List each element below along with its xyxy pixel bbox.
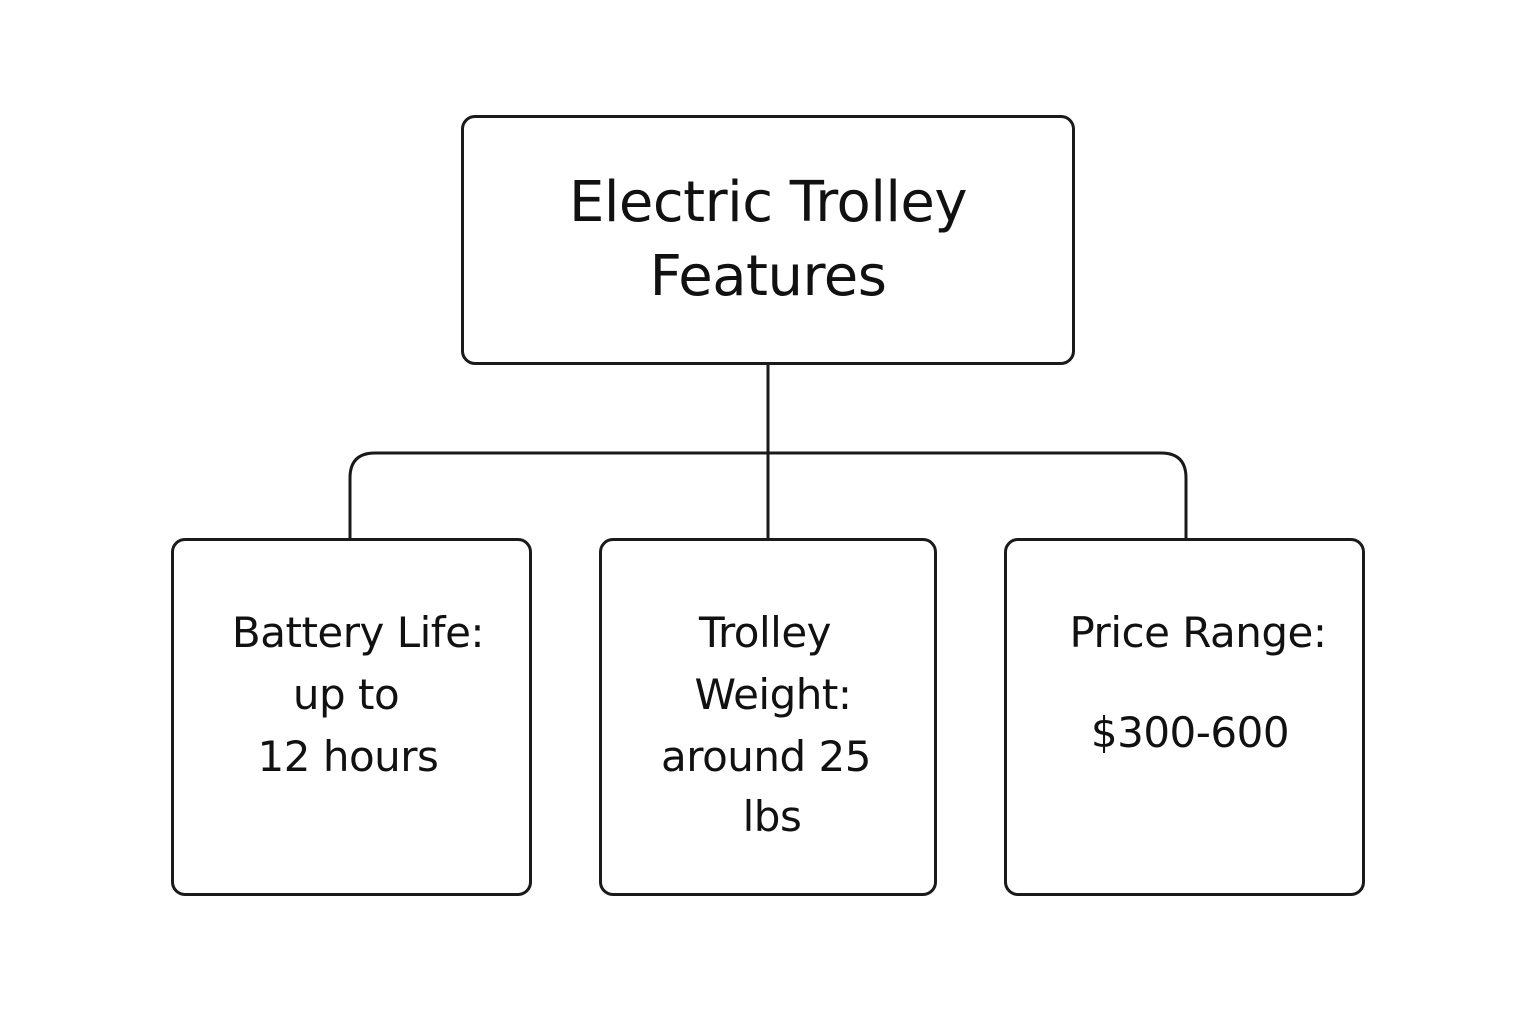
trolley-weight-line-3: around 25 [661,732,871,781]
battery-life-node: Battery Life: up to 12 hours [171,538,532,896]
price-range-line-2: $300-600 [1090,708,1290,757]
trolley-weight-line-2: Weight: [694,670,852,719]
battery-life-line-3: 12 hours [257,732,439,781]
trolley-weight-node: Trolley Weight: around 25 lbs [599,538,937,896]
trolley-weight-line-4: lbs [742,792,802,841]
price-range-line-1: Price Range: [1069,608,1327,657]
battery-life-line-1: Battery Life: [231,608,485,657]
price-range-node: Price Range: $300-600 [1004,538,1365,896]
root-node: Electric Trolley Features [461,115,1075,365]
root-title-line-2: Features [649,244,887,309]
root-title-line-1: Electric Trolley [568,170,968,235]
battery-life-line-2: up to [292,670,400,719]
trolley-weight-line-1: Trolley [698,608,832,657]
connector-branch-battery-to-price [348,451,1188,538]
